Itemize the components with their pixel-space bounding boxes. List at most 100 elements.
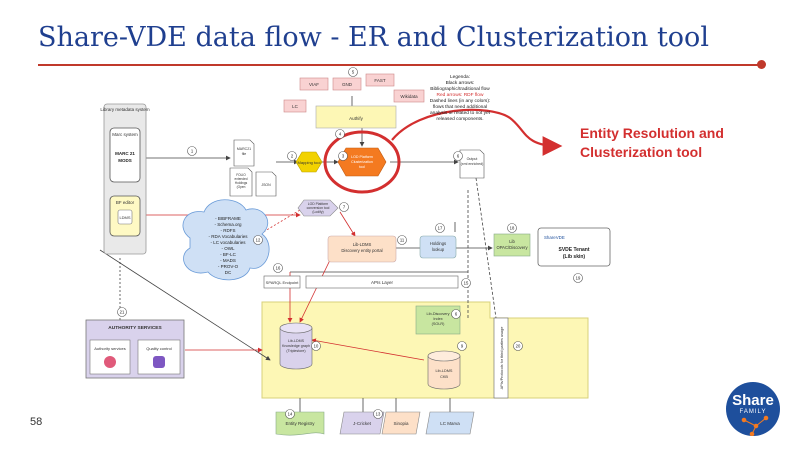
legend-title: Legenda: [450,74,470,80]
ldms-ckb-db [427,356,461,390]
output-label: Output [467,157,478,161]
discovery-portal-label: Discovery entity portal [341,248,382,253]
legend-line: released components. [436,116,483,122]
lc-label: LC [292,104,299,109]
json-file-label: JSON [261,183,271,187]
mapping-tool-label: Mapping tool [298,160,321,165]
cloud-item: DC [225,270,232,275]
authority-sub-label: Authority services [94,346,126,351]
step-badge [513,341,523,351]
step-number: 10 [314,344,319,349]
lc-marva-box [425,411,475,435]
authority-services-label: AUTHORITY SERVICES [108,325,162,331]
lc-marva-label: LC Marva [440,421,460,426]
legend-line: Bibliographic/traditional flow [430,86,490,92]
opac-label: Lib [509,239,515,244]
step-number: 6 [457,154,460,159]
apis-protocols-label: APIs/Protocols for third parties usage [500,327,504,390]
step-number: 4 [339,132,342,137]
step-badge [117,307,127,317]
apis-layer-label: APIs Layer [371,280,394,285]
er-callout-line-1: Entity Resolution and [580,125,724,141]
knowledge-graph-label: Lib-LDMS [288,339,305,343]
cloud-item: - BF-LC [220,252,237,257]
folio-file-label: (Open [237,185,246,189]
step-badge [311,341,321,351]
holdings-lookup-label: Holdings [430,241,446,246]
marc-system-box [109,127,141,183]
step-number: 15 [464,281,469,286]
quality-control-label: Quality control [146,346,172,351]
step-number: 1 [191,149,194,154]
logo-sub: FAMILY [739,409,767,415]
step-badge [457,341,467,351]
step-badge [187,146,197,156]
step-number: 11 [400,238,405,243]
ldms-db-icon [117,209,133,225]
bf-editor-label: BF editor [116,200,135,205]
step-number: 21 [120,310,125,315]
er-highlight-circle [323,130,401,194]
svde-tenant-box[interactable] [537,227,611,267]
library-system-label: Library metadata system [100,107,150,112]
svde-tenant-label: SVDE Tenant [558,247,589,253]
discovery-portal-label: Lib-LDMS [353,242,372,247]
marc-file-icon [233,139,255,167]
discovery-index-label: Index [433,317,442,321]
er-callout-arrow [391,108,563,156]
discovery-index-label: (SOLR) [432,322,446,326]
step-number: 20 [516,344,521,349]
lod-platform-label: tool [359,165,365,169]
opac-label: OPAC/Discovery [496,245,528,250]
folio-file-label: extended [234,177,247,181]
sinopia-label: Sinopia [393,421,409,426]
cloud-item: - Schema.org [214,222,242,227]
fast-box [365,73,395,87]
knowledge-graph-label: Knowledge graph [282,344,310,348]
discovery-portal-box[interactable] [327,235,397,263]
legend-line: flows that need additional [433,104,487,110]
gnd-box [332,77,362,91]
knowledge-graph-db [279,328,313,370]
logo-word: Share [732,392,774,409]
json-file-icon [255,171,277,197]
viaf-label: VIAF [309,82,319,87]
step-number: 17 [438,226,443,231]
marc-file-label: MARC21 [237,147,251,151]
authority-sub-box [89,339,131,375]
step-number: 3 [342,154,345,159]
step-badge [287,151,297,161]
legend-line: Red arrows: RDF flow [437,92,484,98]
step-number: 19 [576,276,581,281]
lod-platform-label: Clusterization [351,160,373,164]
folio-file-label: FOLIO [236,173,246,177]
quality-control-icon [153,356,165,368]
holdings-lookup-box [419,235,457,259]
lod-conversion-label: conversion tool [307,206,330,210]
er-callout-label: Entity Resolution and Clusterization too… [580,124,724,162]
wikidata-box [393,89,425,103]
cloud-item: - MADS [220,258,236,263]
step-badge [348,67,358,77]
marc-format-2: MODS [118,158,132,163]
lod-platform-node [337,147,387,177]
sparql-endpoint-label: SPARQL Endpoint [266,280,300,285]
opac-box[interactable] [493,233,531,257]
step-badge [461,278,471,288]
step-badge [507,223,517,233]
cloud-item: - RDA Vocabularies [208,234,248,239]
step-number: 2 [291,154,294,159]
rdf-flow-line [299,259,331,323]
lc-box [283,99,307,113]
step-number: 9 [461,344,464,349]
lod-platform-label: LOD Platform [351,155,373,159]
wikidata-label: Wikidata [400,94,418,99]
jcricket-box [339,411,385,435]
cloud-item: - LC vocabularies [210,240,246,245]
lod-conversion-label: LOD Platform [308,202,329,206]
lod-conversion-node [297,199,339,217]
sparql-endpoint-box[interactable] [263,275,301,289]
output-label: (xml enriched) [461,162,484,166]
fast-label: FAST [374,78,386,83]
